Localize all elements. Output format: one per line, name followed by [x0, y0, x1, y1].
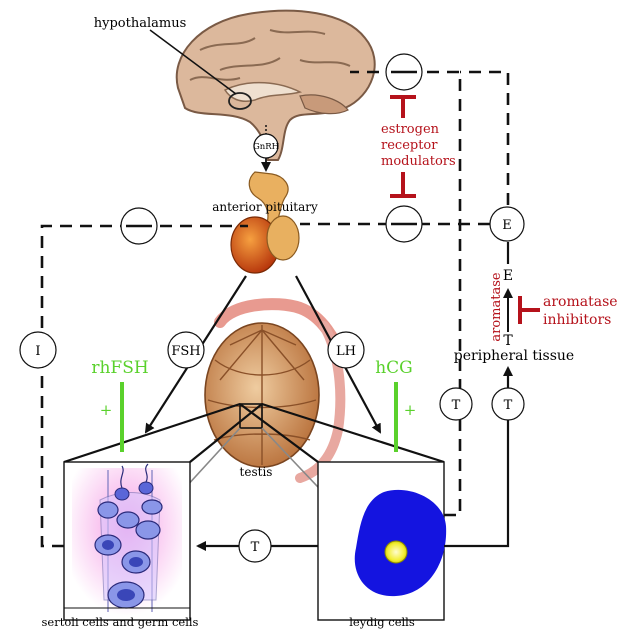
estrogen-feedback-hypothalamus-path — [460, 70, 510, 205]
serm-label-line3: modulators — [381, 154, 456, 169]
serm-label-line2: receptor — [381, 138, 438, 153]
testosterone-feedback-label: T — [452, 398, 461, 413]
serm-label-line1: estrogen — [381, 122, 440, 137]
testis-zoom-box — [239, 403, 263, 429]
hcg-plus: + — [404, 401, 417, 419]
estradiol-node — [489, 206, 525, 242]
lh-node — [327, 331, 365, 369]
estradiol-label: E — [502, 218, 512, 233]
testosterone-peripheral-node — [491, 387, 525, 421]
aromatase-inhibitors-line2: inhibitors — [543, 312, 611, 328]
sertoli-caption: sertoli cells and germ cells — [42, 615, 199, 629]
inhibin-label: I — [35, 344, 40, 359]
leydig-nucleus — [384, 540, 408, 564]
fsh-node — [167, 331, 205, 369]
fsh-label: FSH — [171, 344, 200, 359]
hypothalamus-pointer — [149, 29, 237, 95]
peripheral-testosterone-label: T — [503, 333, 513, 349]
hypothalamus-label: hypothalamus — [94, 16, 187, 31]
rhfsh-plus: + — [100, 401, 113, 419]
peripheral-tissue-label: peripheral tissue — [454, 348, 574, 364]
aromatase-inhibitors-line1: aromatase — [543, 294, 618, 310]
gnrh-label: GnRH — [253, 142, 279, 152]
leydig-box — [317, 461, 447, 621]
testosterone-local-node — [238, 529, 272, 563]
brain-illustration — [175, 9, 376, 161]
aromatase-label: aromatase — [489, 272, 504, 342]
testosterone-feedback-path — [350, 70, 462, 517]
aromatase-inhibition-icon — [518, 296, 540, 324]
rhfsh-label: rhFSH — [91, 358, 148, 378]
anterior-pituitary-label: anterior pituitary — [212, 200, 318, 214]
peripheral-estradiol-label: E — [503, 268, 513, 284]
testis-label: testis — [240, 465, 273, 479]
sertoli-box — [63, 461, 191, 621]
hypothalamus-circle-icon — [228, 92, 252, 110]
leydig-caption: leydig cells — [349, 615, 415, 629]
serm-inhibition-icon — [390, 95, 416, 198]
inhibin-node — [19, 331, 57, 369]
lh-label: LH — [336, 344, 356, 359]
testis-illustration — [204, 298, 348, 483]
testosterone-peripheral-arrow — [444, 366, 513, 548]
hcg-label: hCG — [375, 358, 413, 378]
pituitary-illustration — [230, 171, 300, 274]
testosterone-local-label: T — [251, 540, 260, 555]
testosterone-peripheral-label: T — [504, 398, 513, 413]
testosterone-feedback-node — [439, 387, 473, 421]
